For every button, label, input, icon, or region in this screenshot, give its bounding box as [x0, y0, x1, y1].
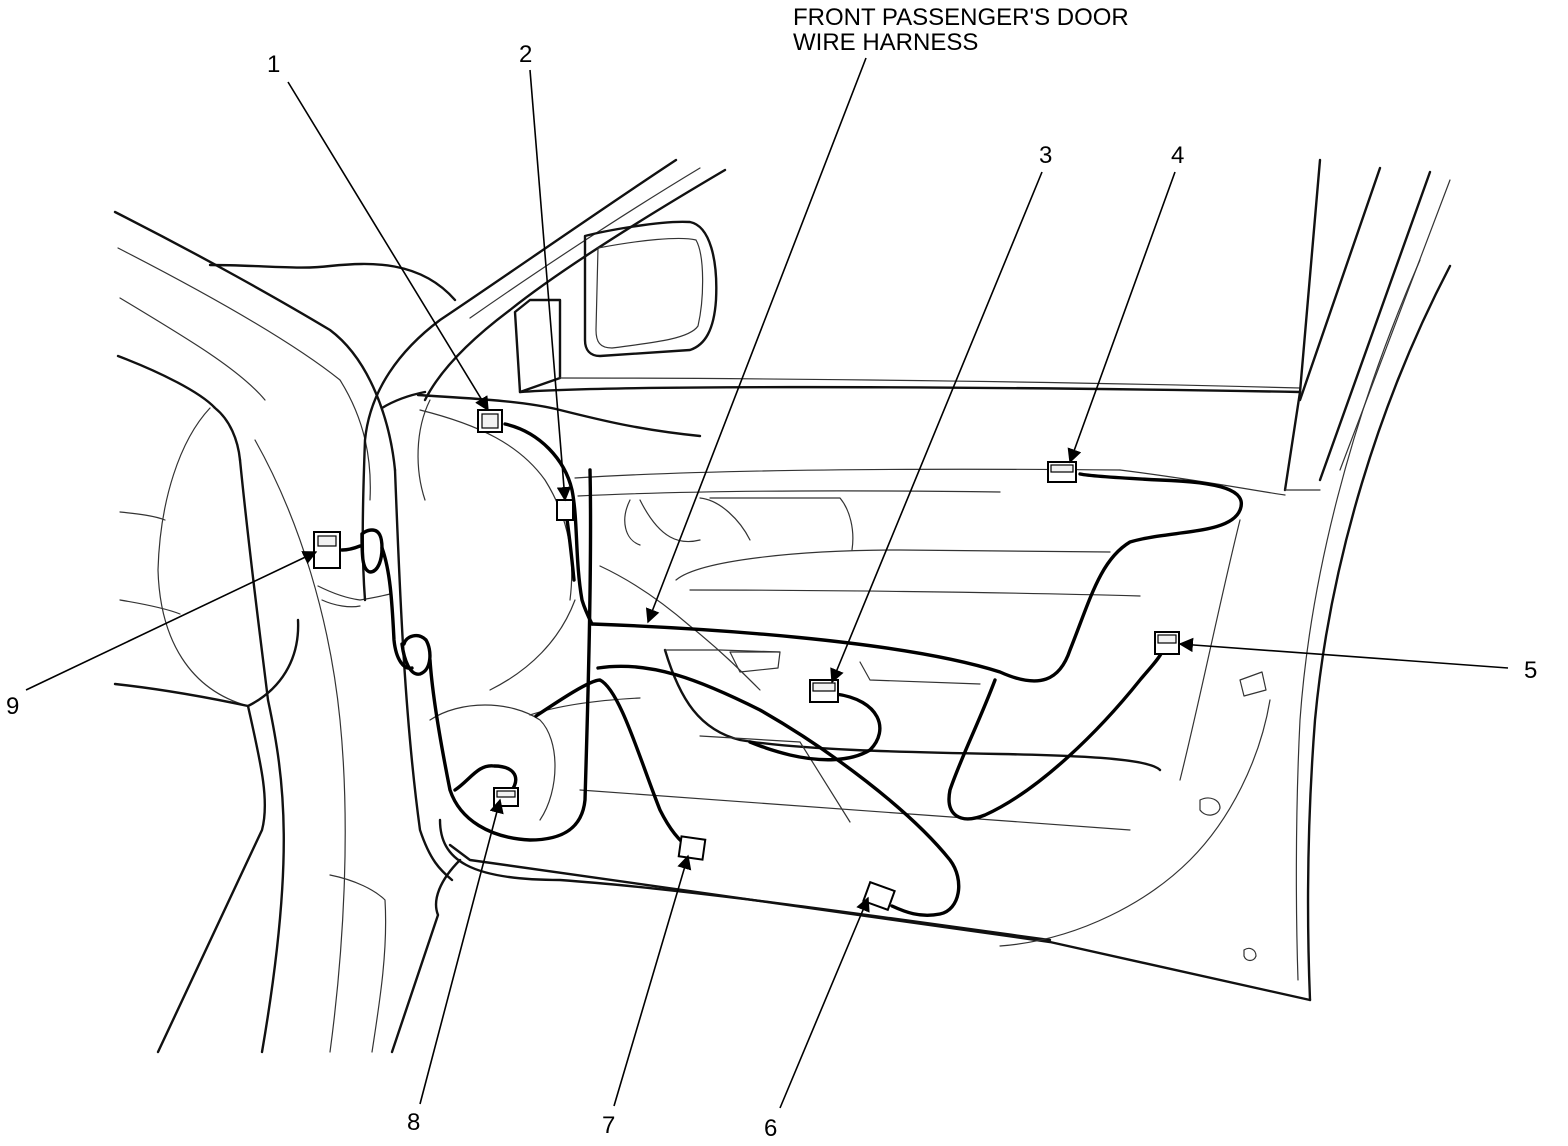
inner-door-panel	[416, 393, 1312, 1002]
connector-3	[809, 679, 839, 703]
vehicle-body	[113, 210, 462, 1054]
callout-6: 6	[764, 1115, 777, 1142]
wire-harness	[340, 422, 1243, 917]
harness-label-line-2: WIRE HARNESS	[793, 29, 978, 56]
connector-9	[313, 531, 341, 569]
connector-2	[556, 499, 574, 521]
callout-7: 7	[602, 1112, 615, 1139]
callout-2: 2	[519, 41, 532, 68]
door-frame	[361, 158, 1452, 1002]
connectors	[313, 409, 1180, 912]
leader-lines	[25, 57, 1509, 1109]
callout-9: 9	[6, 693, 19, 720]
connector-6	[862, 880, 896, 912]
callout-3: 3	[1039, 142, 1052, 169]
connector-4	[1047, 461, 1077, 483]
harness-label-line-1: FRONT PASSENGER'S DOOR	[793, 4, 1129, 31]
callout-1: 1	[267, 51, 280, 78]
callout-5: 5	[1524, 657, 1537, 684]
connector-7	[677, 835, 707, 861]
callout-8: 8	[407, 1109, 420, 1136]
connector-8	[493, 787, 519, 807]
callout-4: 4	[1171, 142, 1184, 169]
connector-1	[477, 409, 503, 433]
connector-5	[1154, 631, 1180, 655]
